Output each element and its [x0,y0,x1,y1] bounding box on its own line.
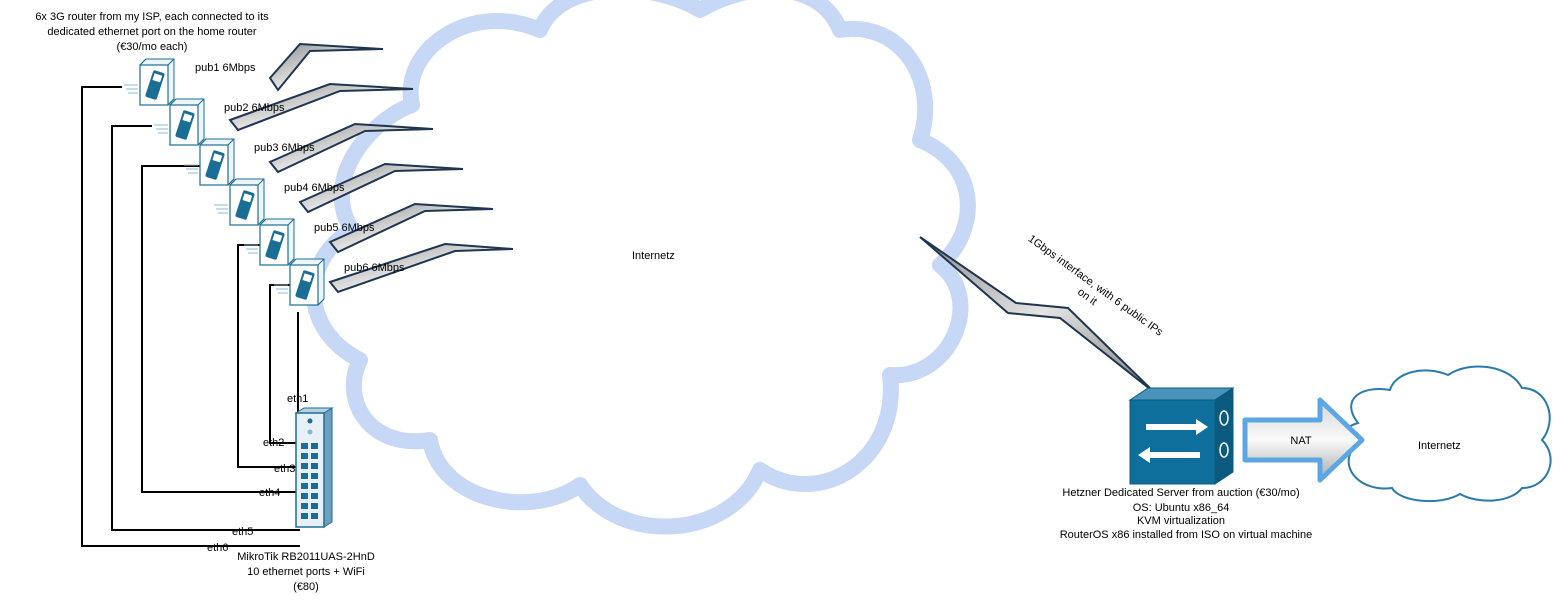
server-caption-line-3: KVM virtualization [1137,515,1225,527]
server-arrow-right-icon [1146,419,1208,435]
ethernet-port-icon [311,463,318,469]
routers-caption-line-3: (€30/mo each) [117,41,188,53]
server-caption-line-1: Hetzner Dedicated Server from auction (€… [1062,487,1299,499]
router-box-edges [259,218,295,266]
cable-eth4 [141,165,300,493]
router-box-edges [199,138,235,186]
mikrotik-ethernet-ports [301,443,318,519]
uplink-label-pub2: pub2 6Mbps [224,102,285,114]
ethernet-port-labels: eth1 eth2 eth3 eth4 eth5 eth6 [207,393,308,554]
uplink-label-pub1: pub1 6Mbps [195,62,256,74]
3g-router-4 [214,178,265,226]
uplink-labels: pub1 6Mbps pub2 6Mbps pub3 6Mbps pub4 6M… [195,62,405,274]
routers-caption: 6x 3G router from my ISP, each connected… [35,11,269,53]
phone-screen-icon [272,233,283,243]
server-front-face [1129,399,1216,485]
server-side-face [1214,387,1234,485]
signal-lines-icon [214,204,228,214]
mikrotik-caption-line-3: (€80) [293,581,319,593]
ethernet-port-icon [311,483,318,489]
uplink-label-pub4: pub4 6Mbps [284,182,345,194]
uplink-label-pub6: pub6 6Mbps [344,262,405,274]
uplink-label-pub3: pub3 6Mbps [254,142,315,154]
server-caption-line-4: RouterOS x86 installed from ISO on virtu… [1060,529,1313,541]
ethernet-port-icon [311,443,318,449]
nat-label: NAT [1290,435,1311,447]
phone-screen-icon [242,193,253,203]
3g-routers [124,58,325,306]
internet-cloud-small [1340,365,1552,503]
ethernet-port-icon [311,493,318,499]
ethernet-port-icon [301,483,308,489]
3g-router-1 [124,58,175,106]
mikrotik-power-led [307,429,313,435]
3g-router-2 [154,98,205,146]
3g-router-5 [244,218,295,266]
ethernet-port-icon [301,493,308,499]
mikrotik-caption-line-2: 10 ethernet ports + WiFi [247,566,365,578]
router-box-edges [229,178,265,226]
server-caption: Hetzner Dedicated Server from auction (€… [1060,487,1313,541]
internet-cloud-small-label: Internetz [1418,440,1461,452]
uplink-bolt-pub2 [228,82,414,132]
signal-lines-icon [274,284,288,294]
uplink-bolt-pub1 [268,42,384,92]
port-label-eth6: eth6 [207,542,228,554]
port-label-eth5: eth5 [232,526,253,538]
router-box-edges [289,258,325,306]
phone-screen-icon [212,153,223,163]
mikrotik-router [294,407,334,528]
cable-eth5 [111,125,300,531]
ethernet-port-icon [301,443,308,449]
port-label-eth1: eth1 [287,393,308,405]
signal-lines-icon [154,124,168,134]
ethernet-port-icon [301,473,308,479]
server-link-label-line-1: 1Gbps interface, with 6 public IPs [1026,233,1166,339]
uplink-bolt-pub5 [328,202,494,254]
3g-router-3 [184,138,235,186]
3g-router-6 [274,258,325,306]
ethernet-cables [81,86,300,547]
uplink-bolt-pub6 [328,242,514,294]
router-box-edges [169,98,205,146]
phone-screen-icon [302,273,313,283]
uplink-bolt-pub4 [298,162,464,214]
router-box-edges [139,58,175,106]
ethernet-port-icon [311,503,318,509]
ethernet-port-icon [301,463,308,469]
phone-screen-icon [182,113,193,123]
port-label-eth3: eth3 [274,463,295,475]
ethernet-port-icon [311,453,318,459]
routers-caption-line-2: dedicated ethernet port on the home rout… [47,26,256,38]
ethernet-port-icon [311,473,318,479]
server-caption-line-2: OS: Ubuntu x86_64 [1133,502,1230,514]
phone-screen-icon [152,73,163,83]
server-drive-top-icon [1219,410,1229,426]
signal-lines-icon [184,164,198,174]
mikrotik-status-led [307,418,313,424]
nat-arrow [1242,397,1365,483]
internet-cloud-main [305,0,976,535]
wireless-uplink-bolts [228,42,514,294]
server-arrow-left-icon [1138,447,1200,463]
uplink-bolt-pub3 [268,122,434,174]
ethernet-port-icon [301,513,308,519]
port-label-eth4: eth4 [259,487,280,499]
server-drive-bottom-icon [1219,442,1229,458]
signal-lines-icon [124,84,138,94]
hetzner-server [1128,387,1235,485]
uplink-label-pub5: pub5 6Mbps [314,222,375,234]
port-label-eth2: eth2 [263,437,284,449]
ethernet-port-icon [301,503,308,509]
mikrotik-caption-line-1: MikroTik RB2011UAS-2HnD [237,551,375,563]
mikrotik-side-face [323,407,333,528]
mikrotik-caption: MikroTik RB2011UAS-2HnD 10 ethernet port… [237,551,375,593]
cable-eth6 [81,86,300,547]
ethernet-port-icon [301,453,308,459]
ethernet-port-icon [311,513,318,519]
internet-cloud-main-label: Internetz [632,250,675,262]
routers-caption-line-1: 6x 3G router from my ISP, each connected… [35,11,269,23]
signal-lines-icon [244,244,258,254]
